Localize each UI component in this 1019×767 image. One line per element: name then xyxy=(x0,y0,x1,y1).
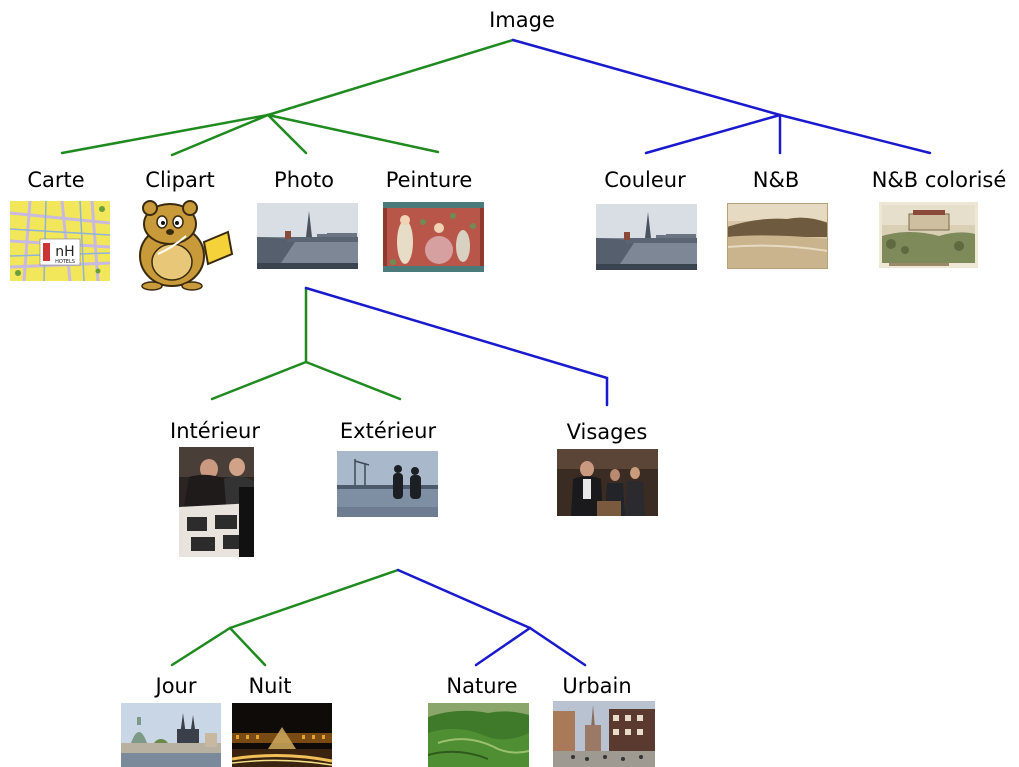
clipart-thumbnail xyxy=(128,196,240,292)
edge-photo-exterieur xyxy=(304,360,402,401)
node-label-carte: Carte xyxy=(27,168,85,192)
edge-left-peinture xyxy=(266,113,440,154)
nuit-thumbnail xyxy=(232,703,332,767)
couleur-thumbnail xyxy=(596,204,697,270)
edge-photo-visages xyxy=(304,286,609,380)
node-label-urbain: Urbain xyxy=(562,674,632,698)
urbain-thumbnail xyxy=(553,701,655,767)
carte-thumbnail: nH HOTELS xyxy=(10,201,110,281)
node-label-visages: Visages xyxy=(566,420,648,444)
edge-left-clipart xyxy=(170,113,270,157)
node-label-nb: N&B xyxy=(752,168,800,192)
edge-ext-jour xyxy=(170,626,232,667)
node-label-root: Image xyxy=(489,8,555,32)
node-label-nuit: Nuit xyxy=(248,674,292,698)
node-label-photo: Photo xyxy=(274,168,334,192)
exterieur-thumbnail xyxy=(337,451,438,517)
node-label-clipart: Clipart xyxy=(145,168,215,192)
node-label-peinture: Peinture xyxy=(385,168,473,192)
hotel-logo-brand: nH xyxy=(55,244,74,260)
node-label-exterieur: Extérieur xyxy=(339,419,437,443)
edge-root-right xyxy=(511,38,782,117)
node-label-nb-colorise: N&B colorisé xyxy=(871,168,1007,192)
photo-thumbnail xyxy=(257,203,358,269)
node-label-interieur: Intérieur xyxy=(170,419,260,443)
edge-ext-nuit xyxy=(228,626,267,667)
node-label-nature: Nature xyxy=(446,674,518,698)
nature-thumbnail xyxy=(428,703,529,767)
edge-ext-right xyxy=(396,568,532,630)
node-label-couleur: Couleur xyxy=(604,168,686,192)
edge-right-couleur xyxy=(644,113,782,155)
edge-photo-interieur xyxy=(210,360,308,401)
edge-left-photo xyxy=(266,113,308,155)
edge-root-left xyxy=(266,38,515,117)
edge-right-nbcol xyxy=(778,113,932,155)
node-label-jour: Jour xyxy=(155,674,197,698)
interieur-thumbnail xyxy=(179,447,254,557)
nb-colorise-thumbnail xyxy=(879,202,978,268)
edge-ext-urbain xyxy=(528,626,587,667)
hotel-logo-sub: HOTELS xyxy=(55,259,75,265)
edge-ext-left xyxy=(228,568,400,630)
nb-thumbnail xyxy=(727,203,828,269)
edge-ext-nature xyxy=(474,626,532,667)
visages-thumbnail xyxy=(557,449,658,516)
jour-thumbnail xyxy=(121,703,221,767)
peinture-thumbnail xyxy=(383,202,484,272)
edge-left-carte xyxy=(60,113,270,155)
